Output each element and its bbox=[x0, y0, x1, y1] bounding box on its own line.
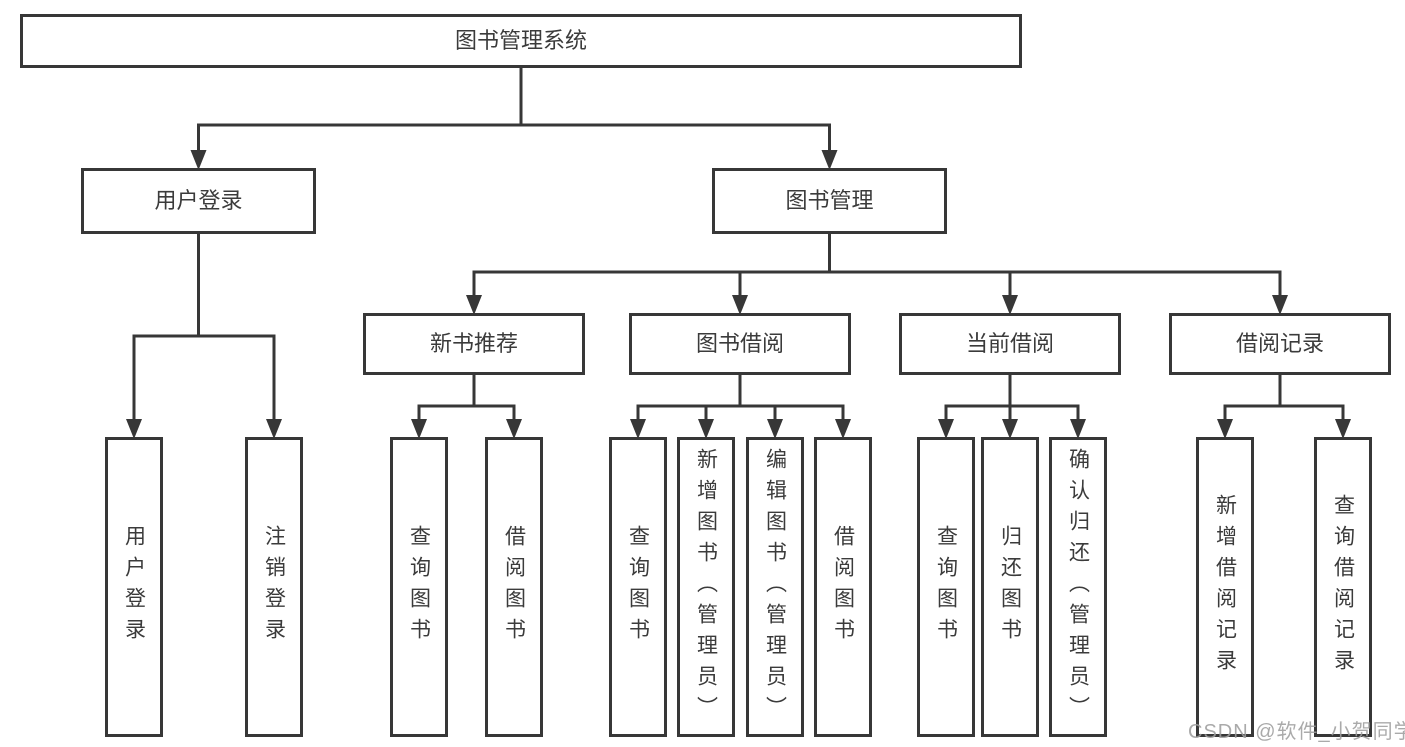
node-label-user-login: 用户登录 bbox=[154, 187, 243, 213]
arrowhead-down-icon bbox=[767, 419, 783, 439]
arrowhead-down-icon bbox=[1335, 419, 1351, 439]
node-label-new-book-rec: 新书推荐 bbox=[429, 330, 518, 356]
node-current-borrow: 当前借阅 bbox=[899, 313, 1121, 375]
arrowhead-down-icon bbox=[266, 419, 282, 439]
arrowhead-down-icon bbox=[1070, 419, 1086, 439]
node-edit-books: 编辑图书（管理员） bbox=[746, 437, 804, 737]
node-label-logout-op: 注销登录 bbox=[262, 525, 286, 649]
node-borrow-records: 借阅记录 bbox=[1169, 313, 1391, 375]
arrowhead-down-icon bbox=[630, 419, 646, 439]
node-new-book-rec: 新书推荐 bbox=[363, 313, 585, 375]
node-query-borrow-record: 查询借阅记录 bbox=[1314, 437, 1372, 737]
arrowhead-down-icon bbox=[1002, 419, 1018, 439]
node-label-query-books-1: 查询图书 bbox=[407, 525, 431, 649]
arrowhead-down-icon bbox=[1217, 419, 1233, 439]
node-return-books: 归还图书 bbox=[981, 437, 1039, 737]
arrowhead-down-icon bbox=[506, 419, 522, 439]
node-label-add-books: 新增图书（管理员） bbox=[694, 447, 718, 727]
node-query-books-3: 查询图书 bbox=[917, 437, 975, 737]
node-add-borrow-record: 新增借阅记录 bbox=[1196, 437, 1254, 737]
node-label-query-books-3: 查询图书 bbox=[934, 525, 958, 649]
node-user-login: 用户登录 bbox=[81, 168, 316, 234]
node-query-books-1: 查询图书 bbox=[390, 437, 448, 737]
node-borrow-books-1: 借阅图书 bbox=[485, 437, 543, 737]
arrowhead-down-icon bbox=[466, 295, 482, 315]
arrowhead-down-icon bbox=[821, 150, 838, 170]
node-label-query-books-2: 查询图书 bbox=[626, 525, 650, 649]
arrowhead-down-icon bbox=[411, 419, 427, 439]
node-system: 图书管理系统 bbox=[20, 14, 1022, 68]
node-label-borrow-books-1: 借阅图书 bbox=[502, 525, 526, 649]
node-label-borrow-records: 借阅记录 bbox=[1235, 330, 1324, 356]
arrowhead-down-icon bbox=[190, 150, 207, 170]
node-label-add-borrow-record: 新增借阅记录 bbox=[1213, 494, 1237, 680]
node-label-book-borrow: 图书借阅 bbox=[695, 330, 784, 356]
node-query-books-2: 查询图书 bbox=[609, 437, 667, 737]
arrowhead-down-icon bbox=[938, 419, 954, 439]
arrowhead-down-icon bbox=[1002, 295, 1018, 315]
node-add-books: 新增图书（管理员） bbox=[677, 437, 735, 737]
node-confirm-return: 确认归还（管理员） bbox=[1049, 437, 1107, 737]
node-label-edit-books: 编辑图书（管理员） bbox=[763, 447, 787, 727]
node-label-book-mgmt: 图书管理 bbox=[785, 187, 874, 213]
node-login-op: 用户登录 bbox=[105, 437, 163, 737]
node-label-return-books: 归还图书 bbox=[998, 525, 1022, 649]
node-logout-op: 注销登录 bbox=[245, 437, 303, 737]
node-label-current-borrow: 当前借阅 bbox=[965, 330, 1054, 356]
node-label-borrow-books-2: 借阅图书 bbox=[831, 525, 855, 649]
watermark: CSDN @软件_小贺同学 bbox=[1188, 721, 1405, 743]
node-book-mgmt: 图书管理 bbox=[712, 168, 947, 234]
node-label-query-borrow-record: 查询借阅记录 bbox=[1331, 494, 1355, 680]
arrowhead-down-icon bbox=[835, 419, 851, 439]
node-book-borrow: 图书借阅 bbox=[629, 313, 851, 375]
node-label-confirm-return: 确认归还（管理员） bbox=[1066, 447, 1090, 727]
arrowhead-down-icon bbox=[126, 419, 142, 439]
arrowhead-down-icon bbox=[732, 295, 748, 315]
node-borrow-books-2: 借阅图书 bbox=[814, 437, 872, 737]
node-label-login-op: 用户登录 bbox=[122, 525, 146, 649]
arrowhead-down-icon bbox=[1272, 295, 1288, 315]
node-label-system: 图书管理系统 bbox=[454, 27, 587, 53]
arrowhead-down-icon bbox=[698, 419, 714, 439]
